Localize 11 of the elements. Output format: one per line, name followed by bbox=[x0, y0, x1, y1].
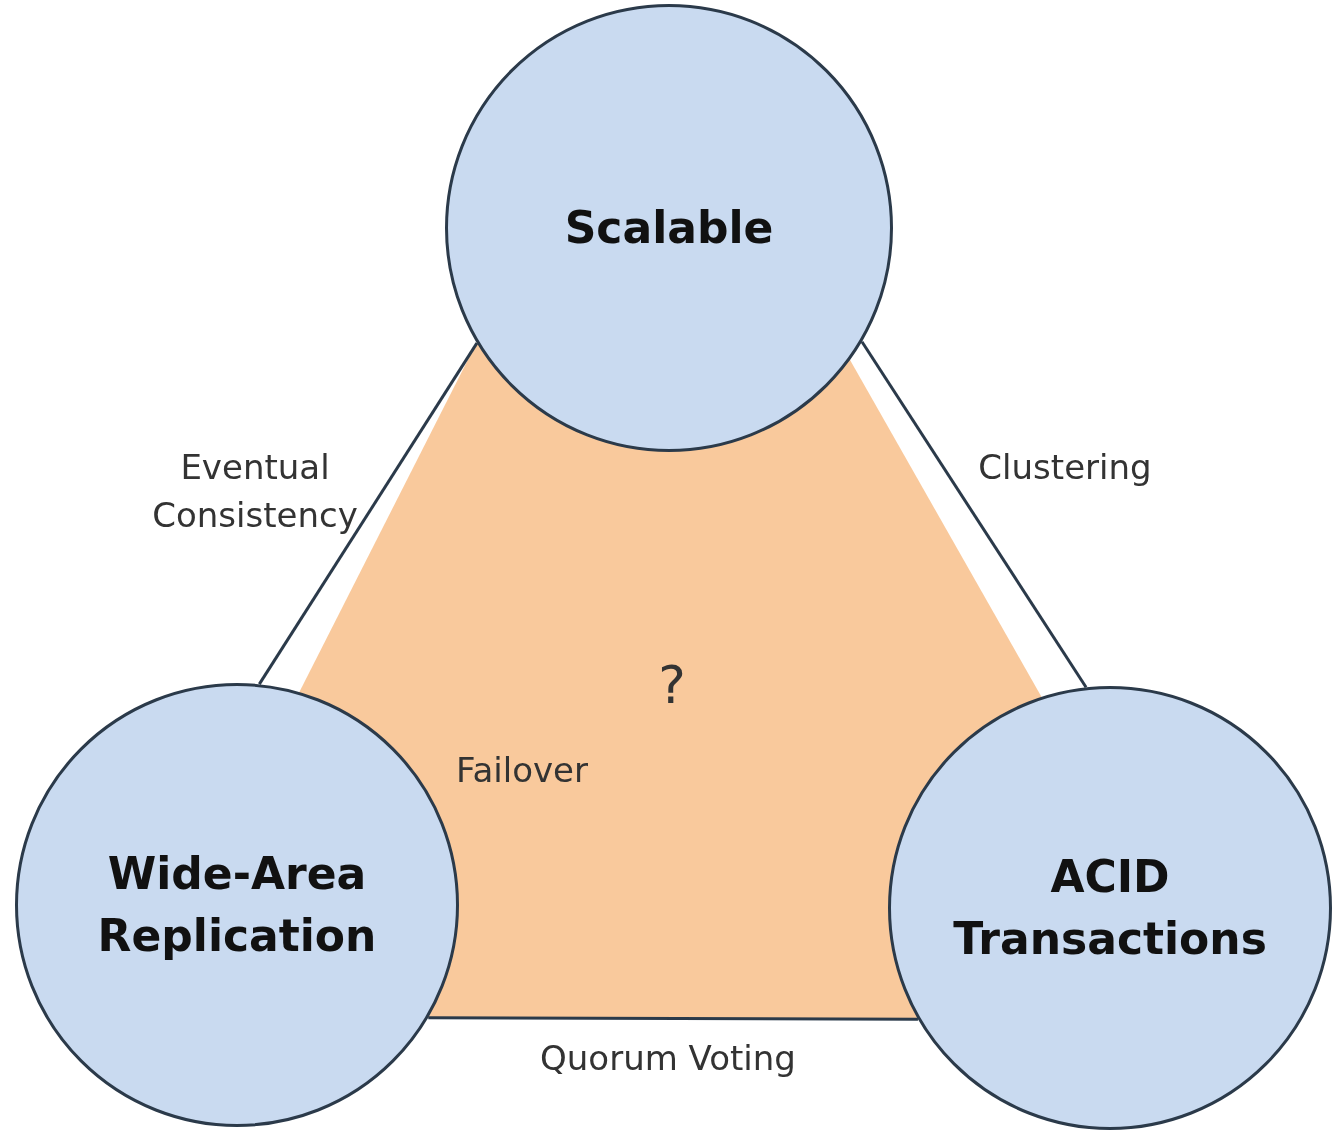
connector-line bbox=[860, 340, 1088, 689]
question-mark: ? bbox=[658, 655, 686, 715]
connector-line bbox=[258, 342, 479, 685]
edge-label: Eventual Consistency bbox=[151, 446, 359, 537]
circle-node: ACID Transactions bbox=[888, 686, 1332, 1130]
edge-label: Clustering bbox=[977, 446, 1153, 489]
area-label: Failover bbox=[456, 750, 588, 790]
connector-line bbox=[428, 1016, 918, 1021]
edge-label: Quorum Voting bbox=[539, 1037, 797, 1080]
circle-node: Scalable bbox=[445, 4, 893, 452]
circle-node: Wide-Area Replication bbox=[15, 683, 459, 1127]
